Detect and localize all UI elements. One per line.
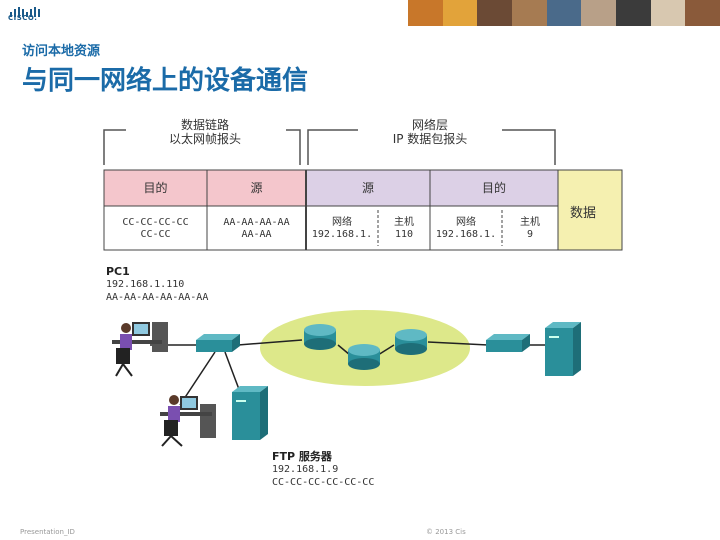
ip-src-host-value: 110 <box>394 229 414 240</box>
photo-tile <box>408 0 443 26</box>
router-icon[interactable] <box>348 344 380 370</box>
ip-dest-host: 主机 9 <box>502 217 558 241</box>
photo-tile <box>442 0 478 26</box>
ftp-server-icon[interactable] <box>232 386 268 440</box>
ftp-server-mac: CC-CC-CC-CC-CC-CC <box>272 477 375 488</box>
section-subtitle: 访问本地资源 <box>22 44 101 59</box>
eth-src-value-line1: AA-AA-AA-AA <box>223 217 290 228</box>
pc1-info: PC1 192.168.1.110 AA-AA-AA-AA-AA-AA <box>106 265 208 304</box>
network-layer-label: 网络层 IP 数据包报头 <box>360 118 500 146</box>
eth-dest-value-line1: CC-CC-CC-CC <box>122 217 189 228</box>
eth-src-value: AA-AA-AA-AA AA-AA <box>207 217 306 241</box>
router-icon[interactable] <box>304 324 336 350</box>
photo-strip <box>408 0 720 26</box>
data-label: 数据 <box>570 206 597 221</box>
photo-tile <box>650 0 686 26</box>
ftp-server-name: FTP 服务器 <box>272 450 332 463</box>
router-icon[interactable] <box>395 329 427 355</box>
pc1-mac: AA-AA-AA-AA-AA-AA <box>106 292 209 303</box>
network-label-line1: 网络层 <box>411 118 448 132</box>
frame-values-bg <box>103 205 559 251</box>
switch-icon[interactable] <box>196 334 240 352</box>
switch-icon[interactable] <box>486 334 530 352</box>
ip-src-network: 网络 192.168.1. <box>306 217 378 241</box>
datalink-bracket <box>103 129 301 165</box>
ip-src-header: 源 <box>361 181 374 195</box>
eth-src-header: 源 <box>250 181 263 195</box>
top-banner: CISCO. <box>0 0 720 26</box>
network-label-line2: IP 数据包报头 <box>392 132 468 146</box>
ftp-server-ip: 192.168.1.9 <box>272 464 339 475</box>
eth-dest-value-line2: CC-CC <box>140 229 171 240</box>
ip-dest-network: 网络 192.168.1. <box>430 217 502 241</box>
pc1-ip: 192.168.1.110 <box>106 279 185 290</box>
ftp-server-info: FTP 服务器 192.168.1.9 CC-CC-CC-CC-CC-CC <box>272 450 374 489</box>
photo-tile <box>616 0 651 26</box>
cisco-logo-text: CISCO. <box>8 14 38 22</box>
cisco-logo-icon <box>10 7 40 17</box>
ip-dest-host-value: 9 <box>526 229 534 240</box>
ip-src-network-value: 192.168.1. <box>311 229 373 240</box>
server-icon[interactable] <box>545 322 581 376</box>
ip-src-host: 主机 110 <box>378 217 430 241</box>
ip-src-network-label: 网络 <box>332 217 352 228</box>
eth-dest-value: CC-CC-CC-CC CC-CC <box>104 217 207 241</box>
pc1-workstation-icon[interactable] <box>112 322 168 377</box>
ip-dest-header: 目的 <box>481 181 506 195</box>
photo-tile <box>581 0 617 26</box>
network-links <box>150 339 545 406</box>
page-title: 与同一网络上的设备通信 <box>22 66 309 96</box>
footer-copyright: © 2013 Cis <box>426 528 466 536</box>
eth-src-value-line2: AA-AA <box>241 229 272 240</box>
photo-tile <box>685 0 720 26</box>
datalink-label-line1: 数据链路 <box>180 118 229 132</box>
photo-tile <box>546 0 582 26</box>
ip-src-host-label: 主机 <box>394 217 414 228</box>
datalink-label: 数据链路 以太网帧报头 <box>150 118 260 146</box>
ip-dest-network-label: 网络 <box>456 217 476 228</box>
datalink-label-line2: 以太网帧报头 <box>168 132 241 146</box>
photo-tile <box>477 0 513 26</box>
photo-tile <box>512 0 547 26</box>
eth-dest-header: 目的 <box>143 181 168 195</box>
workstation-icon[interactable] <box>160 395 216 447</box>
pc1-name: PC1 <box>106 265 130 278</box>
footer-presentation-id: Presentation_ID <box>20 528 75 536</box>
ip-dest-host-label: 主机 <box>520 217 540 228</box>
network-bracket <box>307 129 556 165</box>
ip-dest-network-value: 192.168.1. <box>435 229 497 240</box>
data-field <box>557 169 623 251</box>
